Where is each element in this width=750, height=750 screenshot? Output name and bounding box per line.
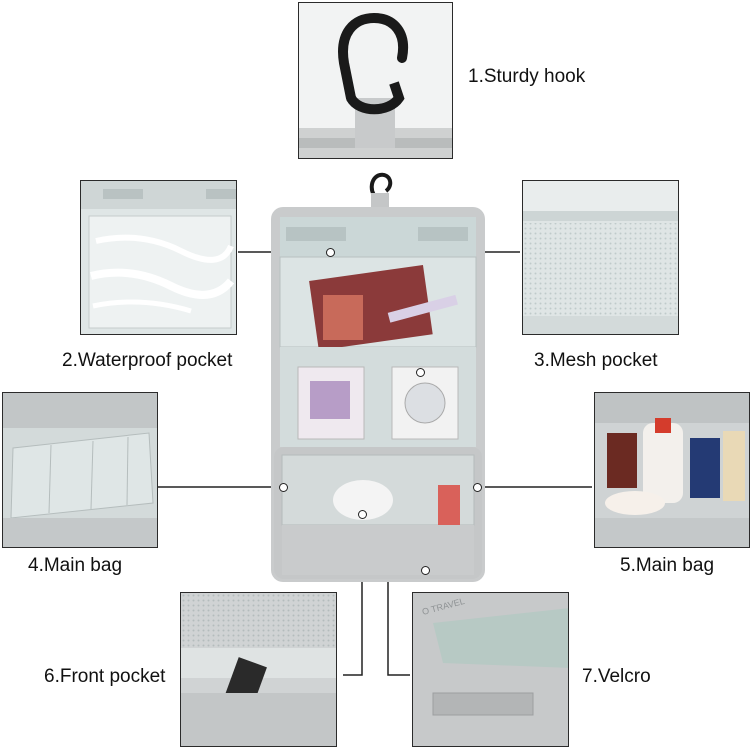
label-velcro: 7.Velcro [582,666,651,687]
label-front-pocket: 6.Front pocket [44,666,166,687]
photo-sturdy-hook [298,2,453,159]
photo-velcro: O TRAVEL [412,592,569,747]
marker-front [358,510,367,519]
label-mesh-pocket: 3.Mesh pocket [534,350,658,371]
photo-front-pocket [180,592,337,747]
label-sturdy-hook: 1.Sturdy hook [468,66,586,87]
label-waterproof-pocket: 2.Waterproof pocket [62,350,233,371]
marker-mesh [416,368,425,377]
photo-mesh-pocket [522,180,679,335]
marker-velcro [421,566,430,575]
marker-main-right [473,483,482,492]
photo-main-bag-right [594,392,750,548]
marker-waterproof [326,248,335,257]
label-main-bag-right: 5.Main bag [620,555,715,576]
hook-icon [299,12,452,158]
photo-main-bag-left [2,392,158,548]
marker-main-left [279,483,288,492]
hanging-toiletry-bag [268,155,488,585]
photo-waterproof-pocket [80,180,237,335]
label-main-bag-left: 4.Main bag [28,555,123,576]
